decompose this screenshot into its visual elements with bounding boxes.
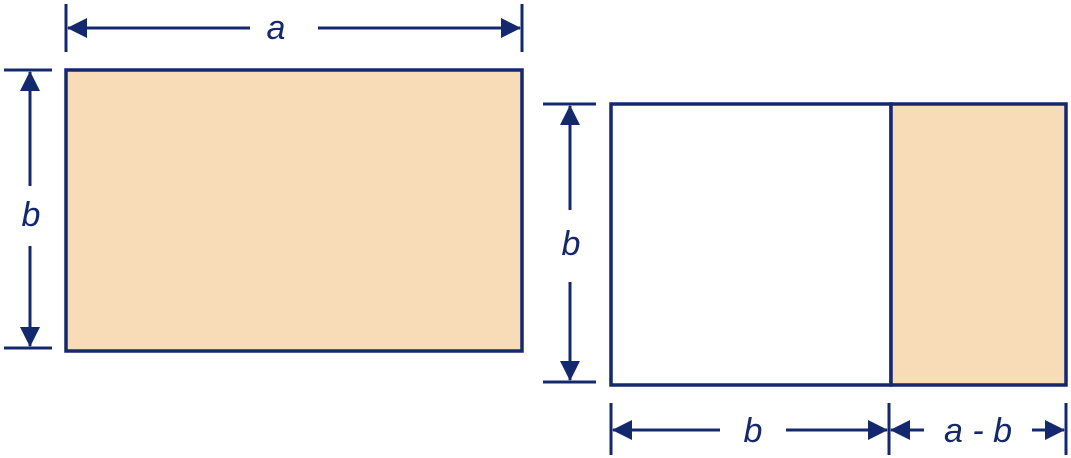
- rectangle-a-by-b: [64, 68, 524, 353]
- label-b-right: b: [562, 225, 581, 263]
- dimension-b-left: b: [4, 68, 52, 350]
- label-b-bottom: b: [744, 412, 763, 450]
- dimension-bottom: b a - b: [609, 403, 1068, 455]
- rectangle-remainder: [889, 102, 1068, 387]
- label-a-minus-b: a - b: [944, 412, 1012, 450]
- label-a: a: [267, 9, 286, 47]
- square-b-by-b: [609, 102, 893, 387]
- dimension-b-right-figure: b: [543, 102, 596, 384]
- right-figure: b b a - b: [543, 102, 1068, 455]
- left-figure: a b: [4, 4, 524, 353]
- dimension-a: a: [64, 4, 524, 52]
- label-b-left: b: [22, 196, 41, 234]
